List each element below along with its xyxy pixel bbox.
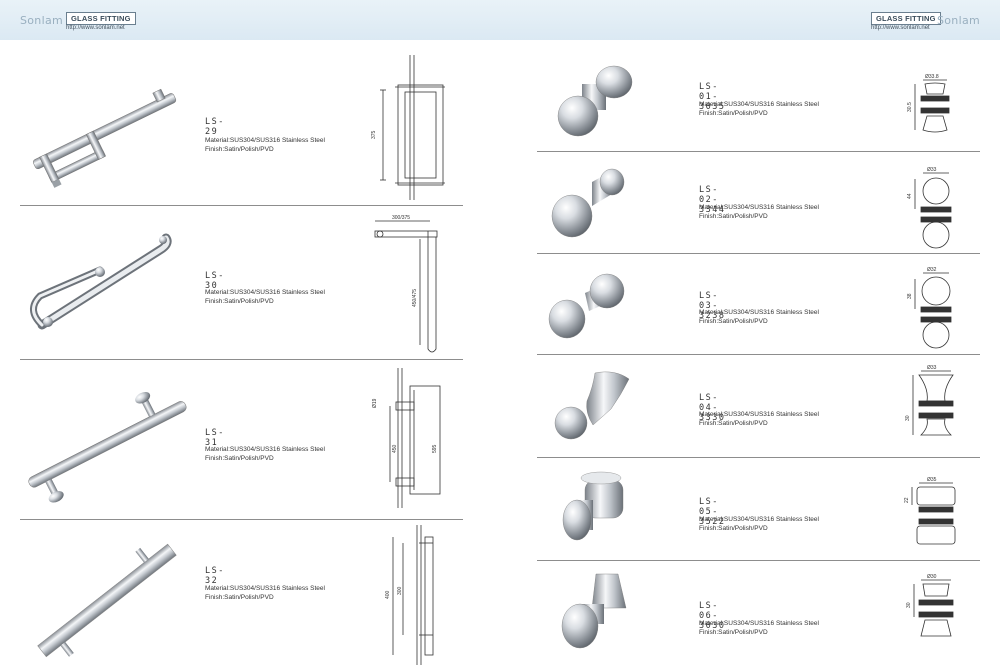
ls01-technical-drawing: Ø33.8 30.5 [907, 74, 950, 133]
right-website-url: http://www.sonlam.net [871, 25, 930, 31]
ls04-finish: Finish:Satin/Polish/PVD [699, 419, 768, 427]
ls30-material: Material:SUS304/SUS316 Stainless Steel [205, 289, 325, 296]
ls05-technical-drawing: Ø35 22 [904, 477, 956, 545]
ls29-spec: Material:SUS304/SUS316 Stainless Steel F… [205, 137, 325, 154]
ls01-dim-diameter: Ø33.8 [925, 74, 939, 80]
ls31-finish: Finish:Satin/Polish/PVD [205, 454, 274, 462]
ls06-product-photo [561, 573, 627, 649]
ls06-spec: Material:SUS304/SUS316 Stainless Steel F… [699, 620, 819, 637]
ls03-product-photo [548, 273, 625, 339]
ls02-code: LS-02-3344 [699, 185, 726, 215]
ls01-code: LS-01-3035 [699, 82, 726, 112]
ls30-product-photo [30, 233, 172, 330]
ls01-dim-height: 30.5 [907, 102, 913, 112]
ls29-code: LS-29 [205, 117, 225, 137]
ls30-finish: Finish:Satin/Polish/PVD [205, 297, 274, 305]
ls04-material: Material:SUS304/SUS316 Stainless Steel [699, 411, 819, 418]
ls03-material: Material:SUS304/SUS316 Stainless Steel [699, 309, 819, 316]
ls06-finish: Finish:Satin/Polish/PVD [699, 628, 768, 636]
divider-8 [537, 560, 980, 561]
ls01-product-photo [557, 65, 633, 137]
left-website-url: http://www.sonlam.net [66, 25, 125, 31]
ls29-material: Material:SUS304/SUS316 Stainless Steel [205, 137, 325, 144]
ls31-code: LS-31 [205, 428, 225, 448]
divider-3 [20, 519, 463, 520]
divider-4 [537, 151, 980, 152]
ls03-technical-drawing: Ø32 38 [907, 267, 952, 349]
ls02-dim-diameter: Ø33 [927, 167, 937, 173]
ls31-dim-595: 595 [432, 444, 438, 453]
left-brand-logo: Sonlam [20, 14, 63, 27]
ls02-dim-height: 44 [907, 193, 913, 199]
ls03-spec: Material:SUS304/SUS316 Stainless Steel F… [699, 309, 819, 326]
ls32-code: LS-32 [205, 566, 225, 586]
ls02-material: Material:SUS304/SUS316 Stainless Steel [699, 204, 819, 211]
ls30-code: LS-30 [205, 271, 225, 291]
ls05-product-photo [562, 471, 624, 541]
ls04-dim-diameter: Ø33 [927, 365, 937, 371]
ls06-dim-height: 30 [906, 602, 912, 608]
ls29-finish: Finish:Satin/Polish/PVD [205, 145, 274, 153]
ls32-spec: Material:SUS304/SUS316 Stainless Steel F… [205, 585, 325, 602]
ls31-dim-450: 450 [392, 444, 398, 453]
ls05-spec: Material:SUS304/SUS316 Stainless Steel F… [699, 516, 819, 533]
ls31-dim-dia19: Ø19 [372, 398, 378, 408]
ls30-dim-450-475: 450/475 [412, 289, 418, 307]
ls32-product-photo [37, 543, 177, 658]
ls06-dim-diameter: Ø30 [927, 574, 937, 580]
divider-2 [20, 359, 463, 360]
ls05-dim-diameter: Ø35 [927, 477, 937, 483]
ls05-material: Material:SUS304/SUS316 Stainless Steel [699, 516, 819, 523]
ls32-material: Material:SUS304/SUS316 Stainless Steel [205, 585, 325, 592]
divider-7 [537, 457, 980, 458]
ls31-spec: Material:SUS304/SUS316 Stainless Steel F… [205, 446, 325, 463]
ls29-technical-drawing: 375 [371, 55, 445, 200]
divider-5 [537, 253, 980, 254]
ls06-material: Material:SUS304/SUS316 Stainless Steel [699, 620, 819, 627]
ls32-dim-300: 300 [397, 586, 403, 595]
ls31-product-photo [28, 392, 187, 503]
ls01-finish: Finish:Satin/Polish/PVD [699, 109, 768, 117]
right-category-tag: GLASS FITTING [871, 12, 941, 25]
ls05-code: LS-05-3522 [699, 497, 726, 527]
ls06-code: LS-06-3030 [699, 601, 726, 631]
right-brand-logo: Sonlam [937, 14, 980, 27]
left-category-tag: GLASS FITTING [66, 12, 136, 25]
ls04-technical-drawing: Ø33 30 [905, 365, 954, 436]
ls05-dim-height: 22 [904, 497, 910, 503]
ls04-dim-height: 30 [905, 415, 911, 421]
ls30-technical-drawing: 300/375 450/475 [374, 215, 438, 353]
ls32-dim-400: 400 [385, 590, 391, 599]
ls04-product-photo [554, 371, 630, 440]
ls31-technical-drawing: Ø19 450 595 [372, 368, 441, 508]
catalog-header: Sonlam GLASS FITTING http://www.sonlam.n… [0, 0, 1000, 40]
ls02-technical-drawing: Ø33 44 [907, 167, 952, 249]
ls29-dim-375: 375 [371, 130, 377, 139]
ls30-dim-300-375: 300/375 [392, 215, 410, 221]
ls05-finish: Finish:Satin/Polish/PVD [699, 524, 768, 532]
ls32-technical-drawing: 400 300 [385, 525, 434, 665]
divider-1 [20, 205, 463, 206]
ls04-code: LS-04-3330 [699, 393, 726, 423]
ls29-product-photo [33, 88, 177, 188]
divider-6 [537, 354, 980, 355]
ls04-spec: Material:SUS304/SUS316 Stainless Steel F… [699, 411, 819, 428]
ls02-spec: Material:SUS304/SUS316 Stainless Steel F… [699, 204, 819, 221]
ls03-finish: Finish:Satin/Polish/PVD [699, 317, 768, 325]
ls06-technical-drawing: Ø30 30 [906, 574, 954, 637]
ls03-dim-height: 38 [907, 293, 913, 299]
ls02-product-photo [551, 168, 625, 238]
ls03-dim-diameter: Ø32 [927, 267, 937, 273]
ls32-finish: Finish:Satin/Polish/PVD [205, 593, 274, 601]
ls30-spec: Material:SUS304/SUS316 Stainless Steel F… [205, 289, 325, 306]
ls01-spec: Material:SUS304/SUS316 Stainless Steel F… [699, 101, 819, 118]
ls01-material: Material:SUS304/SUS316 Stainless Steel [699, 101, 819, 108]
ls03-code: LS-03-3238 [699, 291, 726, 321]
ls02-finish: Finish:Satin/Polish/PVD [699, 212, 768, 220]
ls31-material: Material:SUS304/SUS316 Stainless Steel [205, 446, 325, 453]
